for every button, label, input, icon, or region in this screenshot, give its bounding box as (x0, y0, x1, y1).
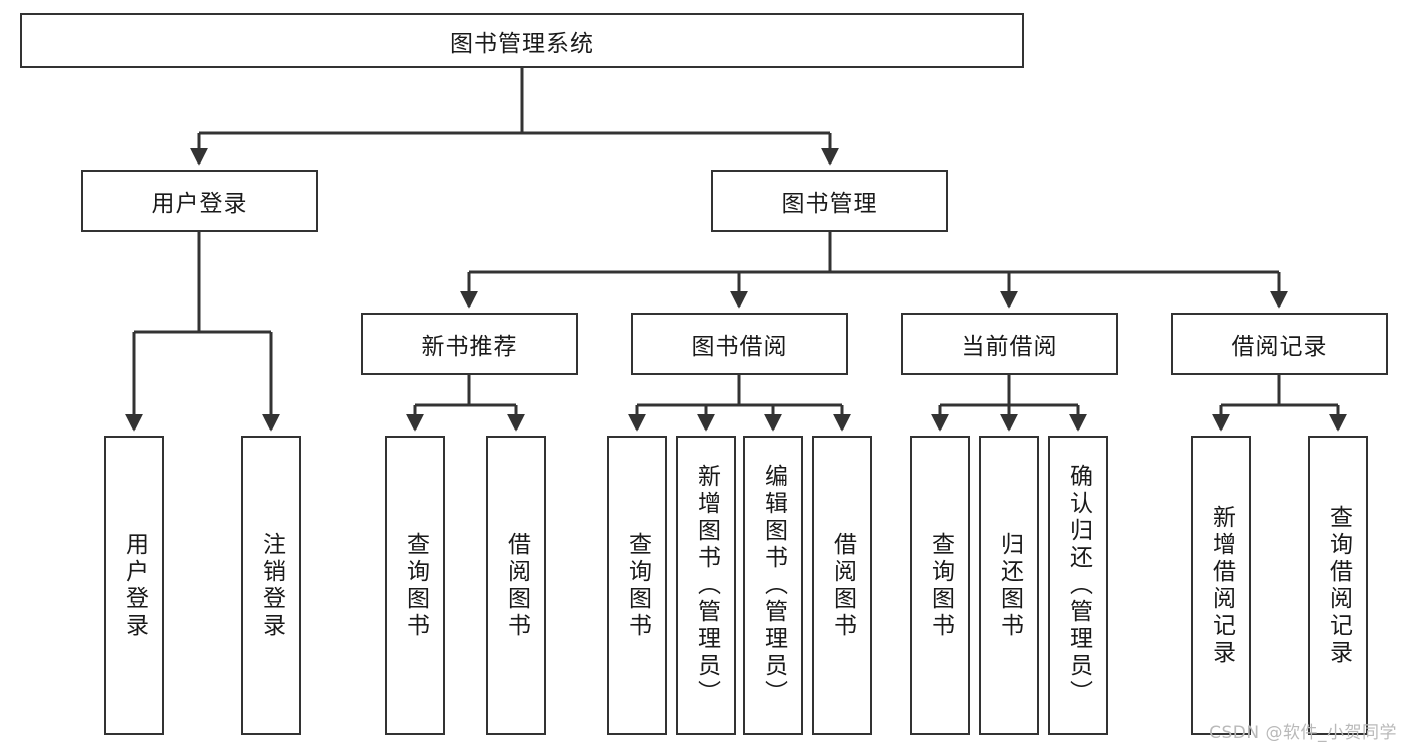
node-label: 查询借阅记录 (1325, 504, 1352, 667)
leaf-book-borrow-3[interactable]: 编辑图书（管理员） (743, 436, 803, 735)
leaf-current-borrow-1[interactable]: 查询图书 (910, 436, 970, 735)
node-label: 查询图书 (624, 531, 651, 640)
node-label: 借阅记录 (1231, 334, 1328, 360)
node-label: 归还图书 (996, 531, 1023, 640)
node-borrow-record[interactable]: 借阅记录 (1171, 313, 1388, 375)
leaf-current-borrow-2[interactable]: 归还图书 (979, 436, 1039, 735)
csdn-watermark: CSDN @软件_小贺同学 (1209, 723, 1397, 743)
node-book-borrow[interactable]: 图书借阅 (631, 313, 848, 375)
leaf-book-borrow-4[interactable]: 借阅图书 (812, 436, 872, 735)
node-new-book-recommend[interactable]: 新书推荐 (361, 313, 578, 375)
node-label: 注销登录 (258, 531, 285, 640)
leaf-borrow-record-2[interactable]: 查询借阅记录 (1308, 436, 1368, 735)
node-current-borrow[interactable]: 当前借阅 (901, 313, 1118, 375)
node-user-login[interactable]: 用户登录 (81, 170, 318, 232)
node-label: 新书推荐 (421, 334, 518, 360)
node-label: 当前借阅 (961, 334, 1058, 360)
node-label: 图书管理 (781, 191, 878, 217)
node-label: 新增借阅记录 (1208, 504, 1235, 667)
node-label: 借阅图书 (503, 531, 530, 640)
node-label: 新增图书（管理员） (693, 464, 720, 707)
leaf-book-borrow-2[interactable]: 新增图书（管理员） (676, 436, 736, 735)
node-label: 查询图书 (927, 531, 954, 640)
leaf-borrow-record-1[interactable]: 新增借阅记录 (1191, 436, 1251, 735)
leaf-new-book-2[interactable]: 借阅图书 (486, 436, 546, 735)
node-book-management-system[interactable]: 图书管理系统 (20, 13, 1024, 68)
node-label: 图书管理系统 (450, 30, 594, 57)
node-book-management[interactable]: 图书管理 (711, 170, 948, 232)
node-label: 用户登录 (151, 191, 248, 217)
leaf-current-borrow-3[interactable]: 确认归还（管理员） (1048, 436, 1108, 735)
node-label: 查询图书 (402, 531, 429, 640)
node-label: 图书借阅 (691, 334, 788, 360)
leaf-new-book-1[interactable]: 查询图书 (385, 436, 445, 735)
node-label: 用户登录 (121, 531, 148, 640)
node-label: 确认归还（管理员） (1065, 464, 1092, 707)
leaf-book-borrow-1[interactable]: 查询图书 (607, 436, 667, 735)
node-label: 借阅图书 (829, 531, 856, 640)
node-label: 编辑图书（管理员） (760, 464, 787, 707)
leaf-user-login-1[interactable]: 用户登录 (104, 436, 164, 735)
leaf-user-login-2[interactable]: 注销登录 (241, 436, 301, 735)
